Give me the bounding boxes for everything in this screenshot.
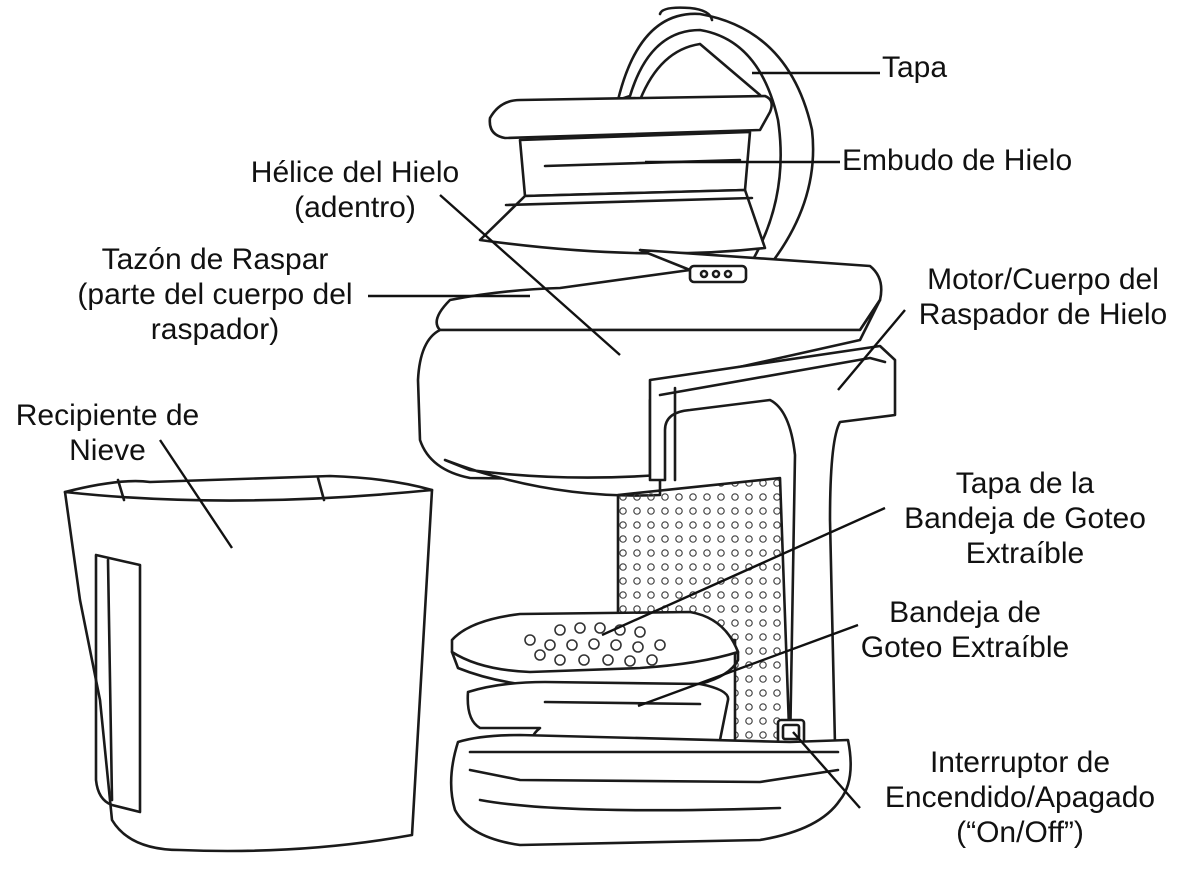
label-tapa: Tapa — [882, 50, 947, 85]
label-line: raspador) — [55, 312, 375, 347]
label-embudo-de-hielo: Embudo de Hielo — [842, 143, 1072, 178]
label-line: Hélice del Hielo — [240, 155, 470, 190]
label-tapa-de-la-bandeja: Tapa de la Bandeja de Goteo Extraíble — [890, 466, 1160, 571]
label-line: Encendido/Apagado — [870, 780, 1170, 815]
label-bandeja-de-goteo: Bandeja de Goteo Extraíble — [840, 595, 1090, 665]
label-line: Bandeja de — [840, 595, 1090, 630]
label-line: Raspador de Hielo — [908, 297, 1178, 332]
label-line: (adentro) — [240, 190, 470, 225]
label-line: Recipiente de — [5, 398, 210, 433]
label-line: Interruptor de — [870, 745, 1170, 780]
label-recipiente-de-nieve: Recipiente de Nieve — [5, 398, 210, 468]
label-line: Nieve — [5, 433, 210, 468]
snow-container — [65, 476, 432, 851]
label-line: Embudo de Hielo — [842, 143, 1072, 178]
drip-tray-lid — [452, 612, 738, 688]
ice-funnel — [480, 96, 772, 253]
label-line: Tapa de la — [890, 466, 1160, 501]
label-interruptor: Interruptor de Encendido/Apagado (“On/Of… — [870, 745, 1170, 850]
label-tazon-de-raspar: Tazón de Raspar (parte del cuerpo del ra… — [55, 242, 375, 347]
label-line: Bandeja de Goteo — [890, 501, 1160, 536]
label-line: Tazón de Raspar — [55, 242, 375, 277]
label-line: Motor/Cuerpo del — [908, 262, 1178, 297]
label-line: Extraíble — [890, 536, 1160, 571]
label-motor-cuerpo: Motor/Cuerpo del Raspador de Hielo — [908, 262, 1178, 332]
label-line: (parte del cuerpo del — [55, 277, 375, 312]
label-line: Tapa — [882, 50, 947, 85]
label-line: (“On/Off”) — [870, 815, 1170, 850]
label-helice-del-hielo: Hélice del Hielo (adentro) — [240, 155, 470, 225]
label-line: Goteo Extraíble — [840, 630, 1090, 665]
base — [451, 735, 851, 845]
